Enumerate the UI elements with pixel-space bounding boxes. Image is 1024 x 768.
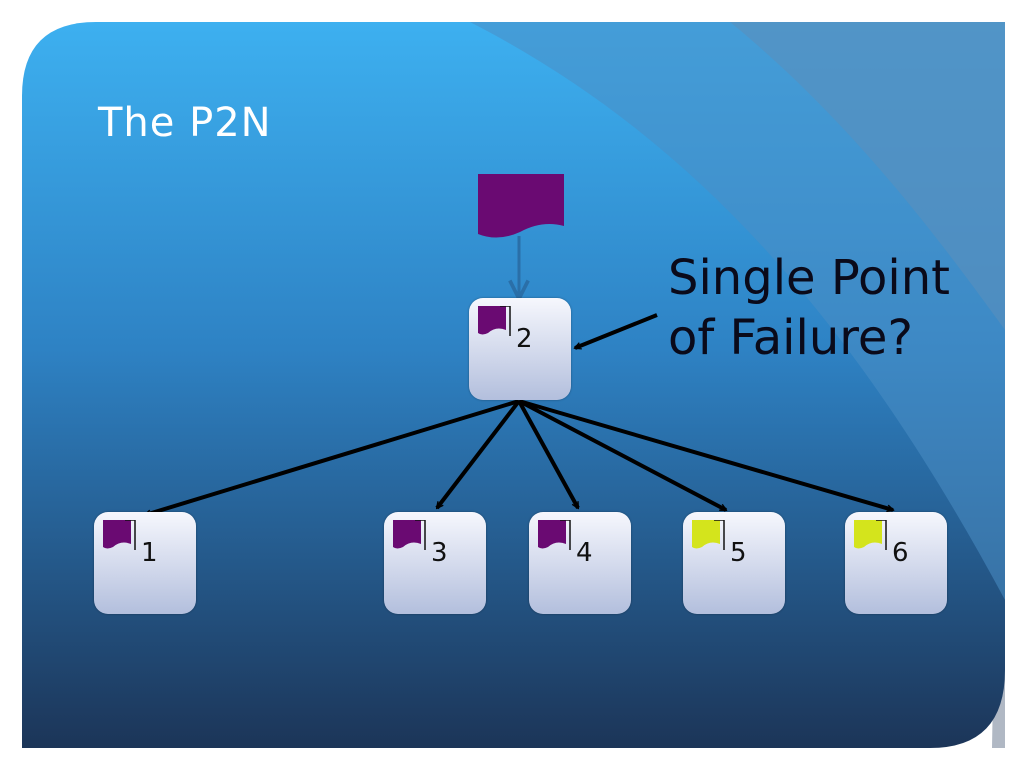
callout-text: Single Point of Failure?: [668, 248, 950, 368]
yellow-flag-icon: [692, 520, 725, 550]
purple-flag-icon: [478, 306, 511, 336]
callout-line-1: Single Point: [668, 250, 950, 306]
edge-callout-to-node-2: [575, 313, 658, 350]
node-label: 3: [431, 538, 448, 568]
edge-node-2-to-node-1: [145, 399, 520, 515]
node-label: 2: [516, 324, 533, 354]
purple-flag-icon: [103, 520, 136, 550]
edge-node-2-to-node-6: [518, 399, 893, 510]
purple-flag-icon: [393, 520, 426, 550]
callout-line-2: of Failure?: [668, 310, 913, 366]
node-5: 5: [683, 512, 785, 614]
node-3: 3: [384, 512, 486, 614]
decor-swoosh-inner: [730, 22, 1005, 330]
hub-edges: [145, 399, 893, 515]
node-1: 1: [94, 512, 196, 614]
yellow-flag-icon: [854, 520, 887, 550]
edge-node-2-to-node-5: [518, 399, 726, 512]
edge-node-2-to-node-3: [435, 399, 521, 508]
node-label: 1: [141, 538, 158, 568]
node-label: 4: [576, 538, 593, 568]
node-2: 2: [469, 298, 571, 400]
node-4: 4: [529, 512, 631, 614]
node-label: 6: [892, 538, 909, 568]
purple-flag-icon: [538, 520, 571, 550]
node-6: 6: [845, 512, 947, 614]
edge-node-2-to-node-4: [517, 400, 580, 508]
source-token-flag-icon: [478, 174, 564, 238]
decor-swoosh-outer: [470, 22, 1005, 600]
slide-title: The P2N: [98, 100, 272, 146]
node-label: 5: [730, 538, 747, 568]
